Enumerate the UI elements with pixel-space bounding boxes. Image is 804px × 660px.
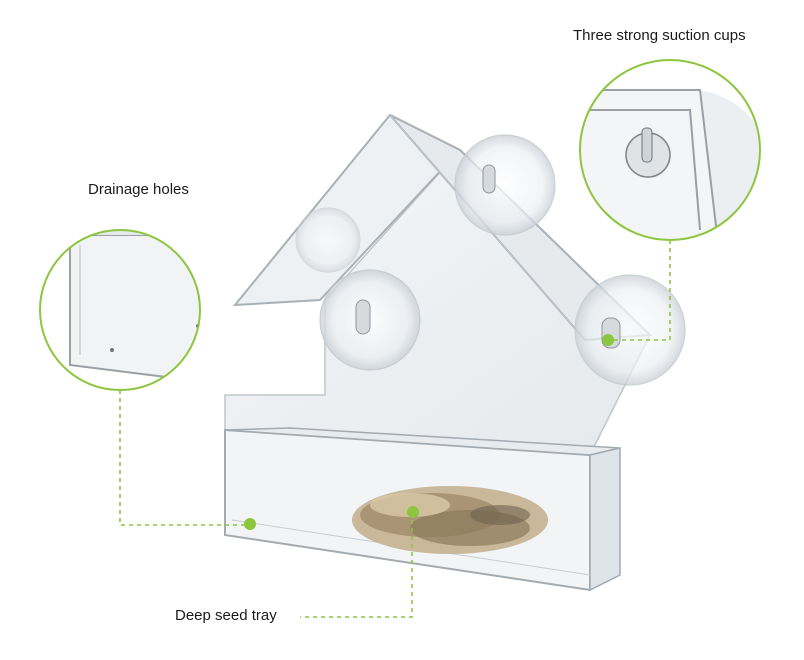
suction-cups-label: Three strong suction cups [573,27,746,44]
callout-marker-dot [244,334,614,530]
drainage-holes-zoom-circle [39,229,201,391]
drainage-holes-label: Drainage holes [88,181,189,198]
bird-seeds [352,486,548,554]
suction-cup [319,269,421,371]
seed-tray-label: Deep seed tray [175,607,277,624]
suction-cup-zoom-circle [579,59,761,241]
callout-leader-lines [119,240,671,618]
suction-cup [574,274,686,386]
suction-cup [295,207,361,273]
suction-cup [454,134,556,236]
